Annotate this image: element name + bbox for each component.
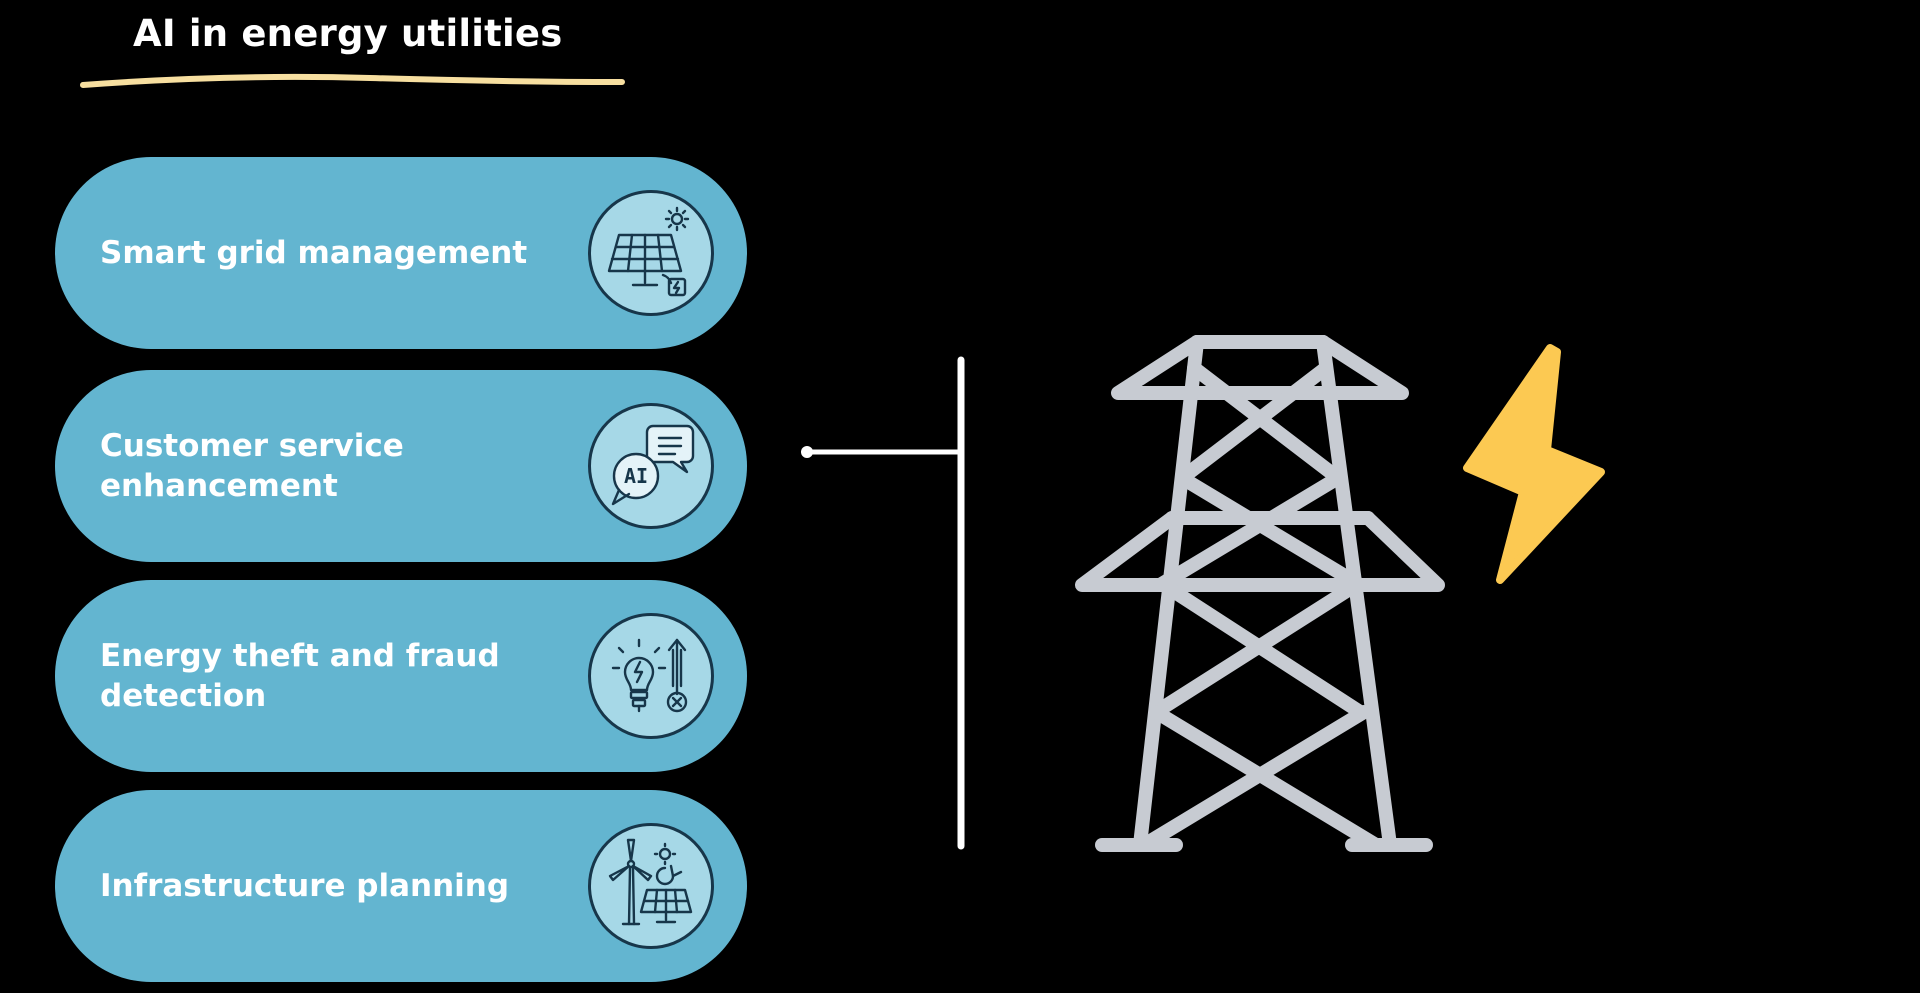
transmission-tower-icon [1075,335,1445,852]
wind-solar-icon [588,823,714,949]
page-title: AI in energy utilities [133,12,563,55]
item-energy-theft-and-fraud-detection[interactable]: Energy theft and fraud detection [55,580,747,772]
item-customer-service-enhancement[interactable]: Customer service enhancement AI [55,370,747,562]
item-smart-grid-management[interactable]: Smart grid management [55,157,747,349]
title-underline [80,73,625,88]
lightbulb-arrow-icon [588,613,714,739]
ai-chat-icon: AI [588,403,714,529]
lightning-bolt-icon [1463,344,1605,584]
item-label: Energy theft and fraud detection [100,638,500,714]
item-label: Customer service enhancement [100,428,404,504]
solar-panel-icon [588,190,714,316]
item-infrastructure-planning[interactable]: Infrastructure planning [55,790,747,982]
ai-badge-text: AI [624,464,648,488]
item-label: Infrastructure planning [100,868,510,904]
connector-bracket [801,356,965,850]
item-label: Smart grid management [100,235,528,271]
